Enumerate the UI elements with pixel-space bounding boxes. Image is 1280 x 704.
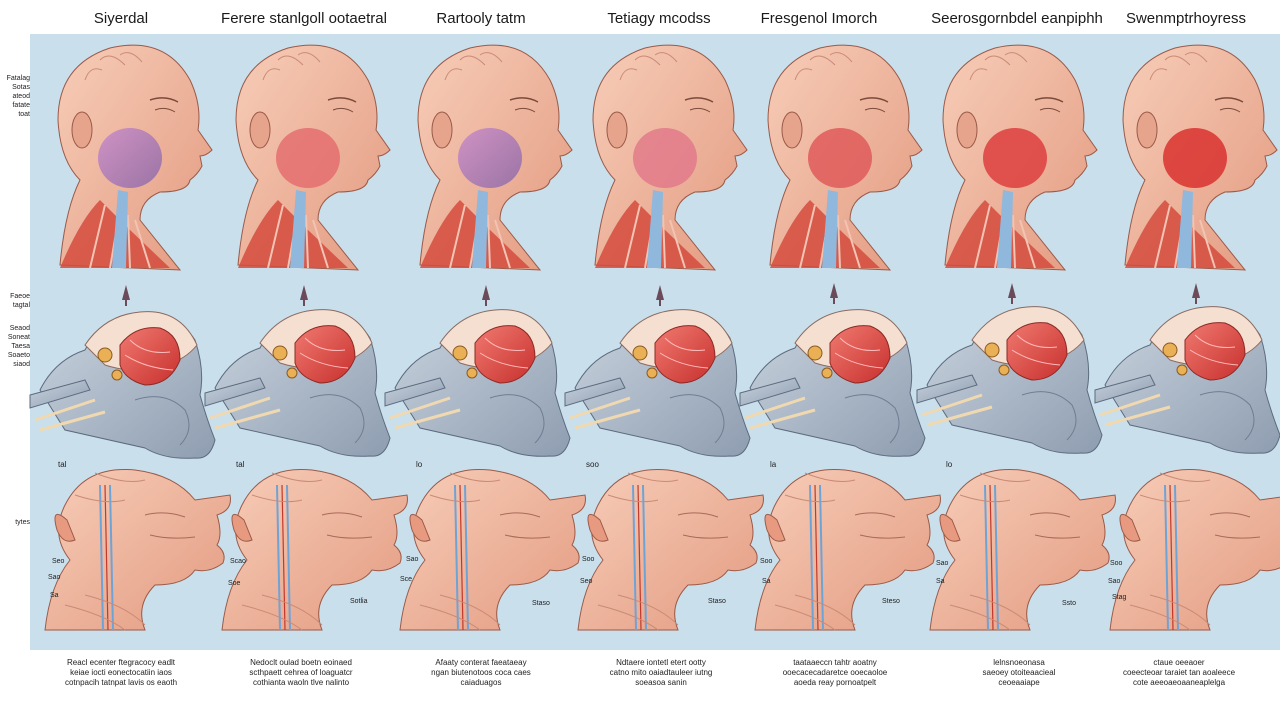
column-title: Swenmptrhoyress xyxy=(1125,10,1247,27)
structure-label: Sce xyxy=(400,576,413,583)
up-arrow-icon xyxy=(122,283,1200,306)
structure-label: Sa xyxy=(50,592,59,599)
column-title: Fresgenol Imorch xyxy=(760,10,878,27)
structure-label: Sao xyxy=(1108,578,1121,585)
structure-label: Staso xyxy=(708,598,726,605)
structure-label: Soe xyxy=(228,580,241,587)
structure-label: Sao xyxy=(936,560,949,567)
row-number: la xyxy=(770,460,777,469)
structure-label: Stag xyxy=(1112,594,1127,601)
row-number: tal xyxy=(58,460,67,469)
row-number: lo xyxy=(416,460,423,469)
structure-label: Soo xyxy=(582,556,595,563)
column-title: Seerosgornbdel eanpiphh xyxy=(931,10,1103,27)
structure-label: Seo xyxy=(52,558,65,565)
row-profile-heads xyxy=(44,468,1280,631)
row-number: tal xyxy=(236,460,245,469)
structure-label: Sao xyxy=(48,574,61,581)
structure-label: Soo xyxy=(760,558,773,565)
row-number: lo xyxy=(946,460,953,469)
structure-label: Sotlia xyxy=(350,598,368,605)
row-lateral-head-views xyxy=(57,44,1278,271)
structure-label: Steso xyxy=(882,598,900,605)
column-title: Ferere stanlgoll ootaetral xyxy=(221,10,387,27)
row-number: soo xyxy=(586,460,599,469)
structure-label: Seo xyxy=(580,578,593,585)
column-title: Siyerdal xyxy=(93,10,149,27)
column-title: Rartooly tatm xyxy=(436,10,526,27)
structure-label: Sa xyxy=(762,578,771,585)
structure-label: Scao xyxy=(230,558,246,565)
structure-label: Soo xyxy=(1110,560,1123,567)
structure-label: Sa xyxy=(936,578,945,585)
column-title: Tetiagy mcodss xyxy=(607,10,711,27)
structure-label: Staso xyxy=(532,600,550,607)
row-cross-sections xyxy=(28,305,1280,460)
side-label-row3: tytes xyxy=(15,519,30,526)
structure-label: Sao xyxy=(406,556,419,563)
structure-label: Ssto xyxy=(1062,600,1077,607)
